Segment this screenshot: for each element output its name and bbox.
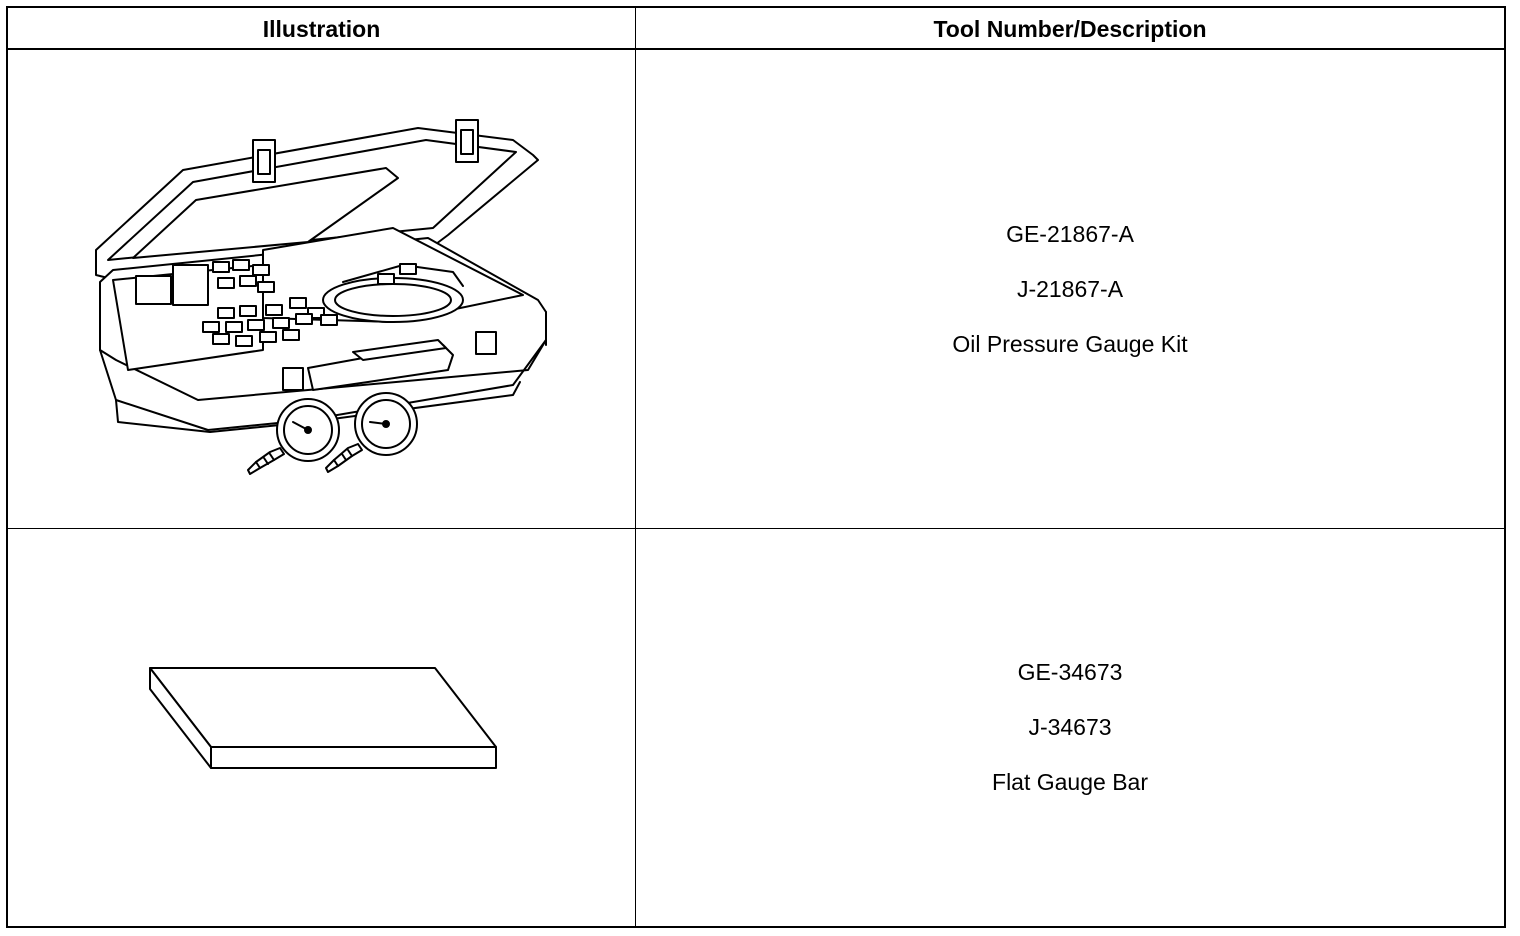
tool-table: Illustration Tool Number/Description [6,6,1506,928]
description-cell: GE-21867-A J-21867-A Oil Pressure Gauge … [636,50,1504,528]
illustration-cell [8,50,635,528]
flat-gauge-bar-icon [8,529,635,926]
description-cell: GE-34673 J-34673 Flat Gauge Bar [636,529,1504,926]
tool-number-primary: GE-21867-A [1006,220,1134,247]
table-row: GE-21867-A J-21867-A Oil Pressure Gauge … [8,50,1504,528]
column-divider [635,8,636,926]
tool-number-primary: GE-34673 [1017,659,1123,685]
tool-description: Flat Gauge Bar [992,769,1148,795]
illustration-cell [8,529,635,926]
tool-number-secondary: J-21867-A [1016,275,1124,302]
table-header-row: Illustration Tool Number/Description [8,8,1504,50]
oil-pressure-gauge-kit-case-icon [8,50,635,528]
table-row: GE-34673 J-34673 Flat Gauge Bar [8,529,1504,926]
header-tool-description: Tool Number/Description [933,16,1207,42]
header-illustration: Illustration [262,16,381,42]
row-divider [8,528,1504,529]
tool-number-secondary: J-34673 [1028,714,1112,740]
tool-description: Oil Pressure Gauge Kit [952,330,1188,357]
